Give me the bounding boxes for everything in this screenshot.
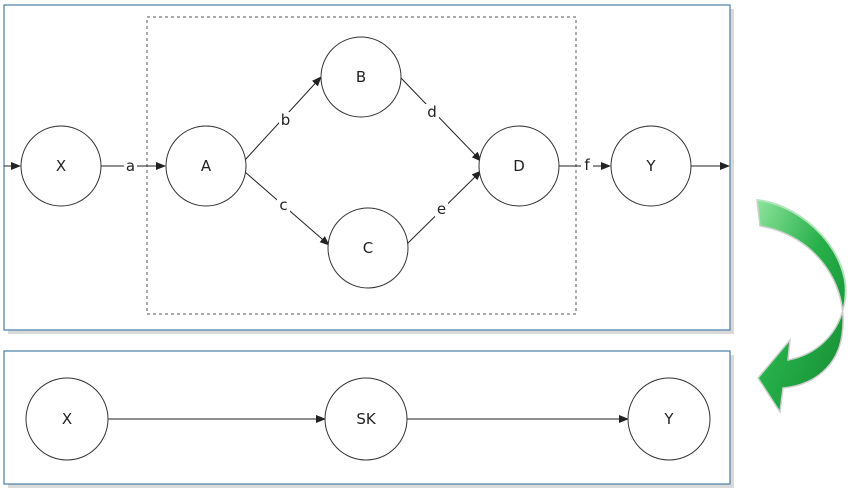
node-label-a: A bbox=[201, 157, 212, 175]
node-label-y: Y bbox=[645, 157, 656, 175]
node-label-d: D bbox=[513, 157, 525, 175]
edge-label-d: d bbox=[427, 103, 437, 121]
node-label-x: X bbox=[56, 157, 66, 175]
edge-label-b: b bbox=[281, 111, 291, 129]
bottom-nodes: X SK Y bbox=[25, 377, 711, 461]
edge-label-f: f bbox=[584, 156, 590, 174]
node-c: C bbox=[327, 207, 409, 289]
node-a: A bbox=[165, 125, 247, 207]
node-label-b: B bbox=[356, 68, 366, 86]
top-nodes: X A B C D Y bbox=[20, 36, 692, 289]
node-label-sk: SK bbox=[356, 410, 377, 428]
node-d: D bbox=[478, 125, 560, 207]
edge-label-a: a bbox=[126, 157, 135, 175]
node-sk: SK bbox=[324, 377, 408, 461]
node-b: B bbox=[320, 36, 402, 118]
node-bottom-y: Y bbox=[627, 377, 711, 461]
node-label-bottom-y: Y bbox=[663, 410, 674, 428]
node-bottom-x: X bbox=[25, 377, 109, 461]
node-label-bottom-x: X bbox=[62, 410, 72, 428]
edge-d bbox=[400, 77, 482, 162]
edge-label-e: e bbox=[437, 200, 446, 218]
node-y: Y bbox=[610, 125, 692, 207]
node-x: X bbox=[20, 125, 102, 207]
top-edge-labels: a b c d e f bbox=[124, 103, 593, 218]
curved-arrow-icon bbox=[756, 199, 847, 415]
edge-label-c: c bbox=[279, 196, 287, 214]
node-label-c: C bbox=[363, 239, 373, 257]
